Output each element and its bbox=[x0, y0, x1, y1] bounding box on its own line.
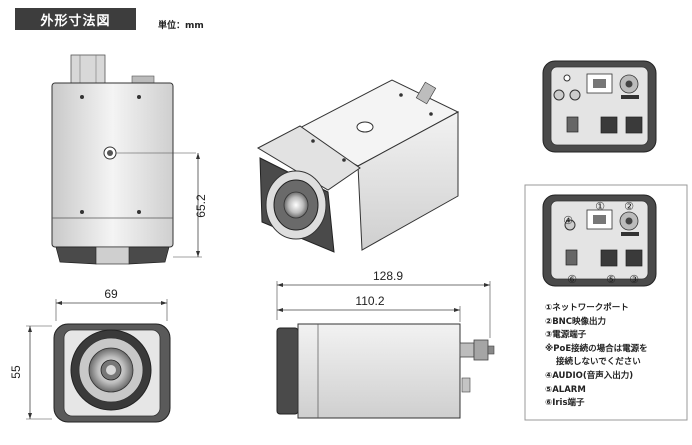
callout-alarm: ⑤ bbox=[606, 273, 616, 286]
legend-audio: ④AUDIO(音声入出力) bbox=[545, 370, 634, 381]
legend-iris: ⑥Iris端子 bbox=[545, 398, 585, 409]
unit-note: 単位：mm bbox=[158, 21, 204, 31]
callout-network-port: ① bbox=[595, 200, 605, 213]
callout-bnc-output: ② bbox=[624, 200, 634, 213]
front-height-dimension-label: 55 bbox=[9, 365, 23, 379]
side-view bbox=[276, 281, 495, 419]
legend-poe-note-continued: 接続しないでください bbox=[556, 357, 641, 368]
terminal-legend: ①ネットワークポート ②BNC映像出力 ③電源端子 ※PoE接続の場合は電源を … bbox=[545, 302, 685, 411]
legend-alarm: ⑤ALARM bbox=[545, 384, 586, 395]
width-dimension-label: 69 bbox=[104, 287, 118, 301]
rear-view-labeled bbox=[542, 194, 657, 287]
front-view bbox=[26, 299, 171, 423]
rear-view bbox=[542, 60, 657, 153]
legend-poe-note: ※PoE接続の場合は電源を bbox=[545, 343, 648, 354]
total-length-dimension-label: 128.9 bbox=[373, 269, 403, 283]
legend-power-terminal: ③電源端子 bbox=[545, 330, 587, 341]
header-title: 外形寸法図 bbox=[15, 8, 136, 30]
legend-network-port: ①ネットワークポート bbox=[545, 303, 629, 313]
body-length-dimension-label: 110.2 bbox=[355, 294, 384, 308]
legend-bnc-output: ②BNC映像出力 bbox=[545, 316, 607, 327]
isometric-view bbox=[256, 79, 460, 253]
callout-iris: ⑥ bbox=[567, 273, 577, 286]
height-dimension-label: 65.2 bbox=[194, 194, 208, 218]
top-view bbox=[51, 54, 202, 265]
callout-power: ③ bbox=[629, 273, 639, 286]
callout-audio: ④ bbox=[563, 214, 573, 227]
